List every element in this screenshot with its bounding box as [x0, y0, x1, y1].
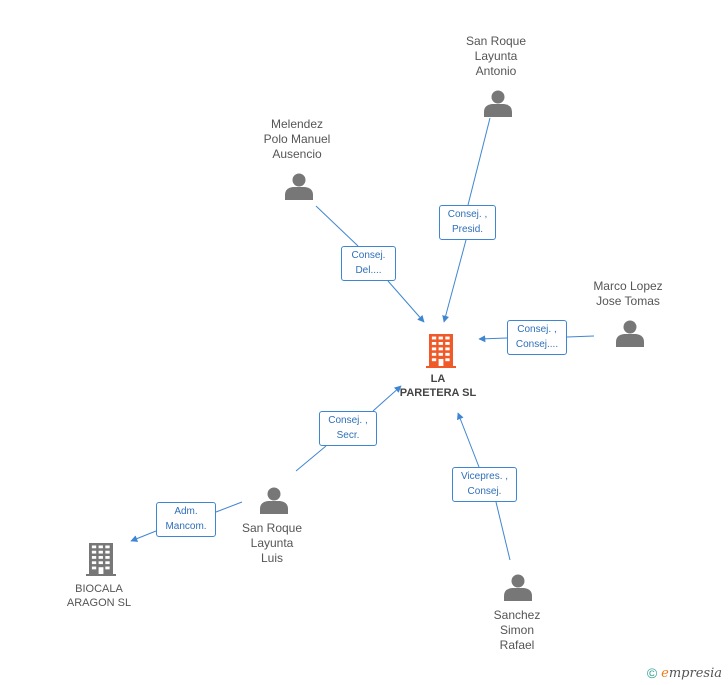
label-line: Ausencio	[272, 147, 322, 161]
edge-sanchez-a	[495, 501, 511, 561]
relation-line: Consej.	[467, 486, 502, 497]
center-building-icon[interactable]	[426, 334, 456, 368]
person-icon[interactable]	[616, 320, 644, 348]
brand-rest: mpresia	[668, 665, 722, 681]
company-label-biocala[interactable]: BIOCALA ARAGON SL	[49, 582, 149, 610]
edge-luis-a	[295, 445, 327, 472]
label-line: Layunta	[474, 49, 518, 63]
person-icon[interactable]	[260, 487, 288, 515]
brand-initial: e	[661, 665, 669, 681]
edges	[130, 117, 595, 561]
relation-box-biocala[interactable]: Adm. Mancom.	[156, 502, 216, 537]
relation-line: Del....	[355, 265, 382, 276]
label-line: BIOCALA	[75, 583, 123, 595]
relation-box-antonio[interactable]: Consej. , Presid.	[439, 205, 496, 240]
relation-line: Consej. ,	[328, 415, 368, 426]
edge-melendez-a	[315, 205, 359, 247]
edge-luis-b	[372, 385, 402, 412]
label-line: Jose Tomas	[596, 294, 660, 308]
edge-antonio-b	[442, 239, 467, 323]
icons	[86, 90, 644, 602]
label-line: Melendez	[270, 117, 324, 131]
relation-box-luis[interactable]: Consej. , Secr.	[319, 411, 377, 446]
relation-line: Consej....	[515, 339, 559, 350]
person-label-san-roque-antonio[interactable]: San Roque Layunta Antonio	[446, 34, 546, 79]
person-icon[interactable]	[285, 173, 313, 201]
person-label-marco-lopez[interactable]: Marco Lopez Jose Tomas	[578, 279, 678, 309]
label-line: Polo Manuel	[263, 132, 331, 146]
label-line: Rafael	[499, 638, 535, 652]
edge-sanchez-b	[457, 412, 480, 468]
center-label-line: LA	[430, 373, 446, 385]
label-line: Layunta	[250, 536, 294, 550]
relation-line: Consej.	[351, 250, 386, 261]
person-icon[interactable]	[504, 574, 532, 602]
center-company-label[interactable]: LA PARETERA SL	[388, 372, 488, 400]
edge-biocala-b	[130, 530, 157, 542]
label-line: Sanchez	[493, 608, 541, 622]
person-label-sanchez[interactable]: Sanchez Simon Rafael	[467, 608, 567, 653]
relation-line: Presid.	[451, 224, 484, 235]
edge-biocala-a	[215, 501, 243, 513]
relation-box-sanchez[interactable]: Vicepres. , Consej.	[452, 467, 517, 502]
brand-logo[interactable]: empresia	[661, 666, 722, 681]
person-label-melendez[interactable]: Melendez Polo Manuel Ausencio	[247, 117, 347, 162]
relation-line: Mancom.	[165, 521, 207, 532]
relation-line: Vicepres. ,	[460, 471, 509, 482]
footer-brand: © empresia	[647, 665, 722, 681]
person-icon[interactable]	[484, 90, 512, 118]
label-line: Marco Lopez	[593, 279, 663, 293]
edge-melendez-b	[387, 280, 425, 323]
label-line: San Roque	[465, 34, 527, 48]
label-line: San Roque	[241, 521, 303, 535]
edge-antonio-a	[467, 117, 491, 206]
relation-box-melendez[interactable]: Consej. Del....	[341, 246, 396, 281]
copyright-icon: ©	[646, 665, 658, 681]
relation-box-marco[interactable]: Consej. , Consej....	[507, 320, 567, 355]
edge-marco-b	[478, 335, 508, 343]
relation-line: Secr.	[336, 430, 360, 441]
label-line: ARAGON SL	[66, 597, 132, 609]
relation-line: Consej. ,	[447, 209, 488, 220]
label-line: Simon	[499, 623, 534, 637]
relation-line: Consej. ,	[517, 324, 557, 335]
building-icon[interactable]	[86, 543, 116, 576]
center-label-line: PARETERA SL	[399, 387, 477, 399]
label-line: Luis	[260, 551, 283, 565]
person-label-san-roque-luis[interactable]: San Roque Layunta Luis	[222, 521, 322, 566]
relation-line: Adm.	[174, 506, 198, 517]
edge-marco-a	[566, 335, 595, 338]
label-line: Antonio	[475, 64, 517, 78]
